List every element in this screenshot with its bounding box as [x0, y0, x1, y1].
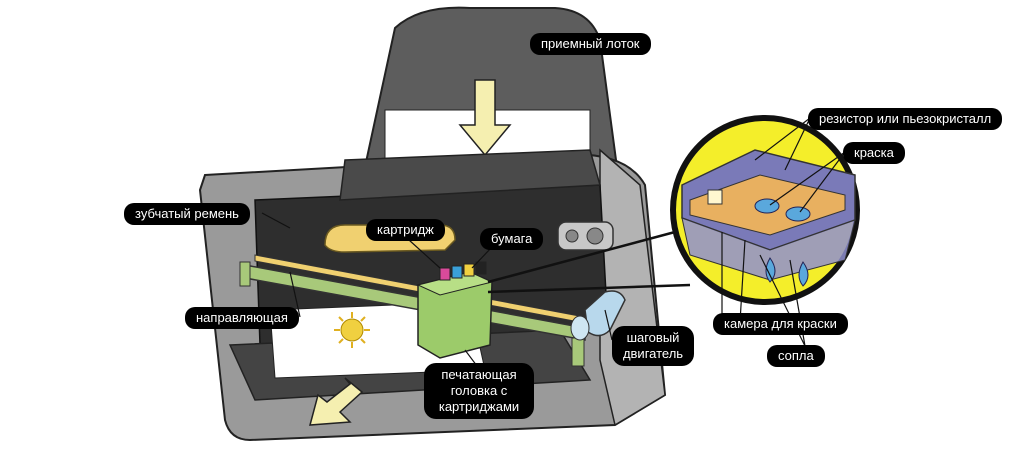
label-guide-rail: направляющая	[185, 307, 299, 329]
sun-icon	[334, 312, 370, 348]
label-resistor: резистор или пьезокристалл	[808, 108, 1003, 130]
label-ink: краска	[843, 142, 905, 164]
label-output-tray: приемный лоток	[530, 33, 651, 55]
paper-feed-arrow-icon	[458, 79, 512, 157]
label-paper: бумага	[480, 228, 544, 250]
label-print-head: печатающая головка с картриджами	[424, 363, 534, 419]
zoom-detail	[670, 115, 860, 305]
callout-leaders	[261, 117, 846, 371]
label-ink-chamber: камера для краски	[713, 313, 848, 335]
paper-output-arrow-icon	[309, 377, 364, 426]
label-cartridge: картридж	[366, 219, 445, 241]
label-nozzles: сопла	[767, 345, 825, 367]
zoom-connector	[487, 230, 691, 294]
print-head	[416, 261, 494, 359]
stepper-motor	[570, 290, 626, 341]
label-stepper-motor: шаговый двигатель	[612, 326, 694, 366]
label-timing-belt: зубчатый ремень	[124, 203, 250, 225]
